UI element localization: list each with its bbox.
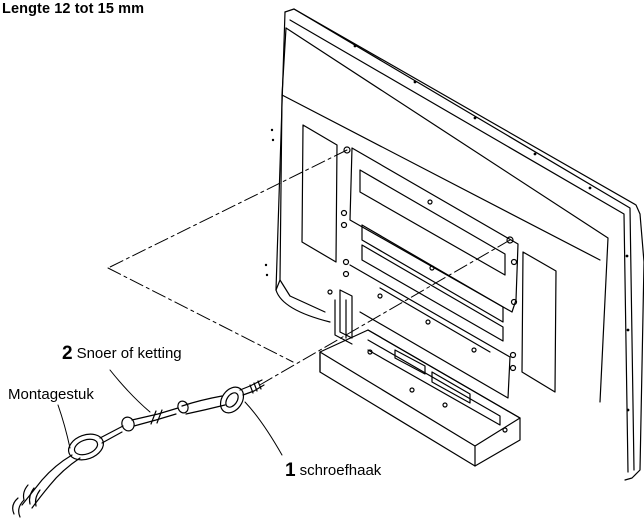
screw-holes: [327, 146, 518, 372]
title-length: Lengte 12 tot 15 mm: [2, 1, 145, 17]
tv-stand-base: [319, 329, 521, 467]
step-number-2: 2: [62, 343, 73, 364]
tv-back-panel: [264, 8, 644, 481]
label-mount-piece: Montagestuk: [8, 386, 94, 403]
mounting-piece: [12, 433, 105, 518]
hook-text: schroefhaak: [299, 462, 382, 479]
cord-leader-line: [109, 369, 151, 413]
screw-hook: [219, 379, 265, 414]
guide-lines: [107, 149, 511, 387]
cord-text: Snoer of ketting: [76, 345, 182, 362]
mount-leader-line: [57, 404, 71, 449]
hook-leader-line: [244, 401, 283, 456]
step-number-1: 1: [285, 460, 296, 481]
cord-or-chain: [99, 395, 226, 444]
